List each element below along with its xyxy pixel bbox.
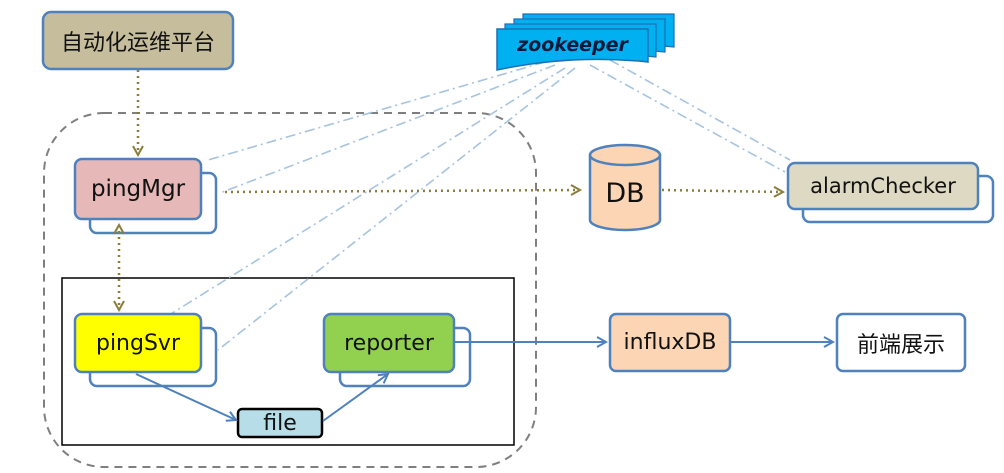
pingMgr-node — [73, 157, 218, 235]
management-group-border — [43, 112, 537, 468]
zookeeper-links — [157, 59, 791, 351]
ping-group-border — [61, 277, 515, 446]
dotted-arrows — [119, 70, 783, 310]
pingSvr-node — [73, 312, 218, 388]
zookeeper-node — [496, 13, 675, 71]
db-node — [588, 143, 662, 232]
influxDB-node — [608, 312, 732, 373]
file-node — [236, 407, 324, 439]
alarmChecker-node — [786, 161, 995, 224]
reporter-node — [322, 312, 472, 388]
solid-arrows — [135, 342, 833, 422]
frontend-node — [835, 312, 967, 373]
platform-node — [41, 10, 235, 71]
